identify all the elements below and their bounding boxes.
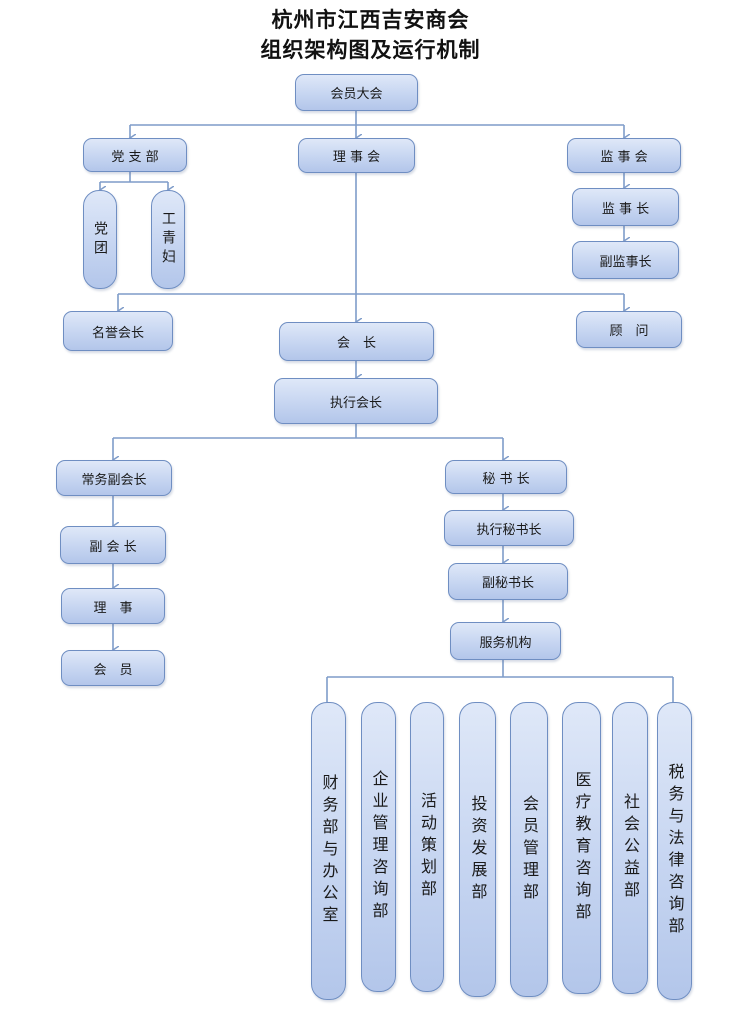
node-president: 会 长: [279, 322, 434, 361]
node-deputy-secretary-general: 副秘书长: [448, 563, 568, 600]
node-board-of-directors: 理 事 会: [298, 138, 415, 173]
node-union-youth-women: 工青妇: [151, 190, 185, 289]
node-supervisory-board: 监 事 会: [567, 138, 681, 173]
node-honorary-president: 名誉会长: [63, 311, 173, 351]
dept-tax-legal-consulting: 税务与法律咨询部: [657, 702, 692, 1000]
dept-social-welfare: 社会公益部: [612, 702, 648, 994]
node-standing-vice-president: 常务副会长: [56, 460, 172, 496]
node-chief-supervisor: 监 事 长: [572, 188, 679, 226]
node-vice-president: 副 会 长: [60, 526, 166, 564]
dept-finance-office: 财务部与办公室: [311, 702, 346, 1000]
node-advisor: 顾 问: [576, 311, 682, 348]
dept-medical-education-consulting: 医疗教育咨询部: [562, 702, 601, 994]
node-secretary-general: 秘 书 长: [445, 460, 567, 494]
node-party-branch: 党 支 部: [83, 138, 187, 172]
node-executive-president: 执行会长: [274, 378, 438, 424]
chart-subtitle: 组织架构图及运行机制: [260, 37, 481, 62]
node-director: 理 事: [61, 588, 165, 624]
node-member: 会 员: [61, 650, 165, 686]
chart-title: 杭州市江西吉安商会: [271, 7, 470, 32]
dept-enterprise-consulting: 企业管理咨询部: [361, 702, 396, 992]
node-deputy-chief-supervisor: 副监事长: [572, 241, 679, 279]
node-executive-secretary-general: 执行秘书长: [444, 510, 574, 546]
node-member-assembly: 会员大会: [295, 74, 418, 111]
dept-event-planning: 活动策划部: [410, 702, 444, 992]
dept-investment-development: 投资发展部: [459, 702, 496, 997]
node-service-agencies: 服务机构: [450, 622, 561, 660]
dept-member-management: 会员管理部: [510, 702, 548, 997]
node-party-group: 党团: [83, 190, 117, 289]
